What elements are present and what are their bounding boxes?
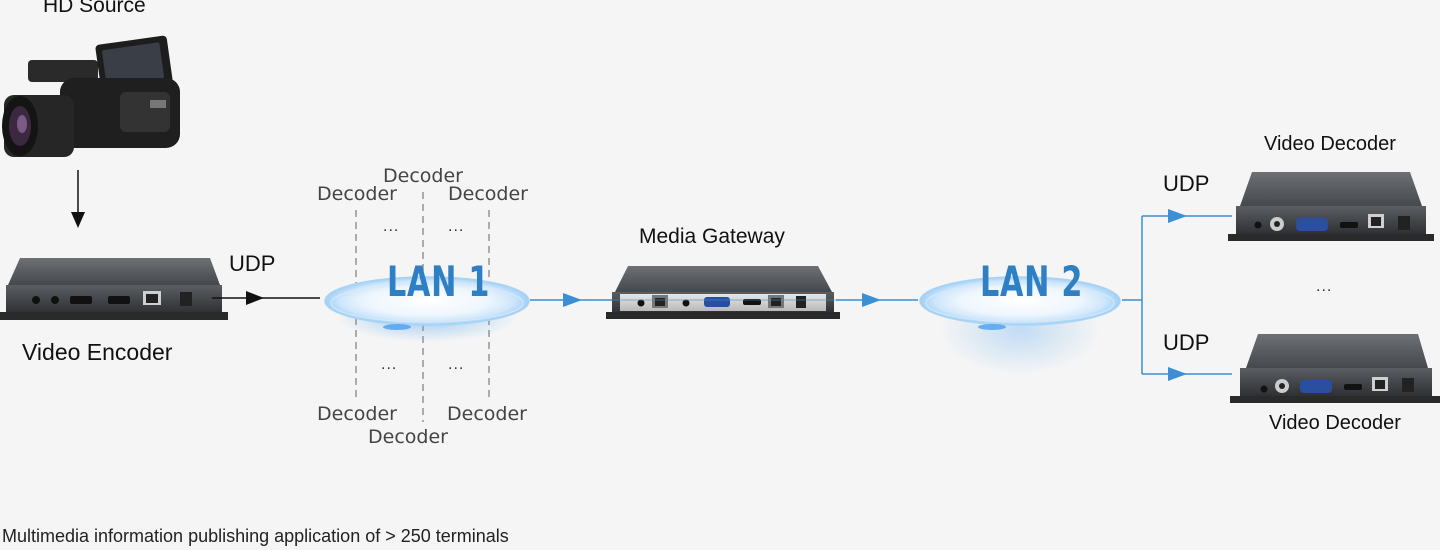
ellipsis-top-left: ... (383, 218, 400, 235)
video-decoder-bottom-label: Video Decoder (1269, 412, 1401, 434)
decoder-label-top-right: Decoder (448, 183, 528, 205)
media-gateway-device (606, 266, 840, 319)
video-encoder-label: Video Encoder (22, 339, 173, 365)
ellipsis-bottom-left: ... (381, 356, 398, 373)
decoder-label-bottom-left: Decoder (317, 403, 397, 425)
hd-source-label: HD Source (43, 0, 146, 17)
lan2-disc (919, 276, 1121, 375)
video-decoder-bottom-device (1230, 334, 1440, 403)
udp-top-label: UDP (1163, 171, 1210, 196)
media-gateway-label: Media Gateway (639, 225, 785, 248)
decoder-label-bottom-center: Decoder (368, 426, 448, 448)
ellipsis-bottom-right: ... (448, 356, 465, 373)
caption: Multimedia information publishing applic… (2, 526, 509, 546)
ellipsis-top-right: ... (448, 218, 465, 235)
decoder-label-bottom-right: Decoder (447, 403, 527, 425)
lan2-label: LAN 2 (980, 257, 1084, 306)
udp-bottom-label: UDP (1163, 330, 1210, 355)
decoder-ellipsis: ... (1316, 278, 1333, 295)
decoder-label-top-left: Decoder (317, 183, 397, 205)
decoder-label-top-center: Decoder (383, 165, 463, 187)
camera-icon (2, 35, 180, 157)
lan1-disc (324, 276, 530, 342)
video-encoder-device (0, 258, 228, 320)
video-decoder-top-label: Video Decoder (1264, 133, 1396, 155)
video-decoder-top-device (1228, 172, 1434, 241)
lan1-label: LAN 1 (387, 257, 491, 306)
udp-encoder-label: UDP (229, 251, 276, 276)
